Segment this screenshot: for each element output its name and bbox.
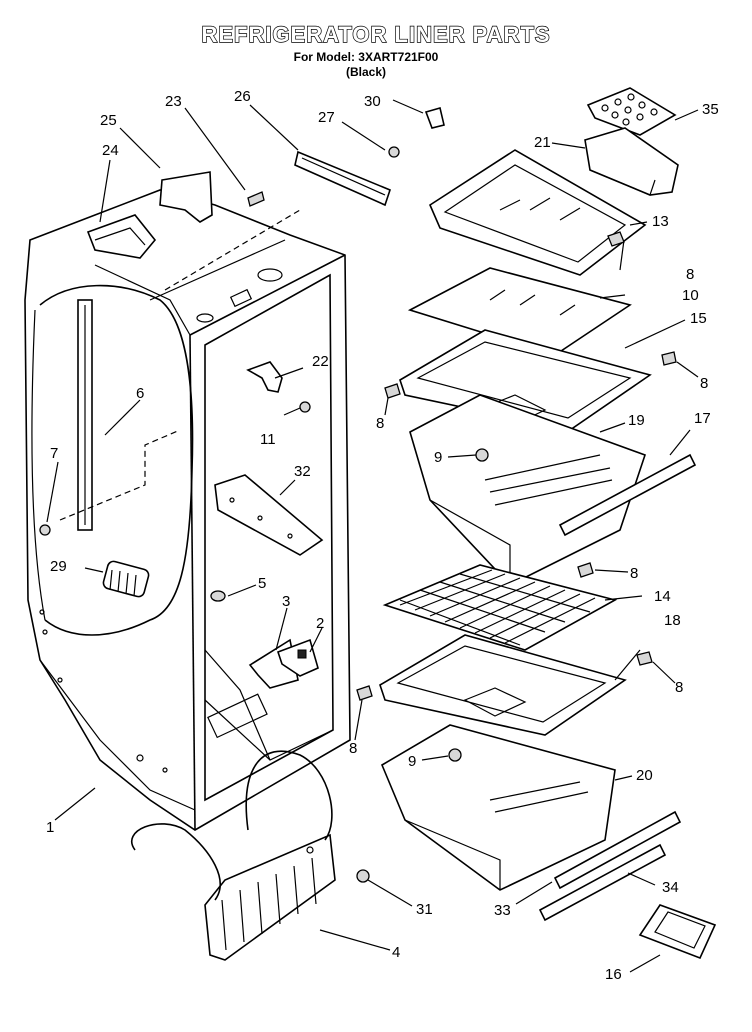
callout-13: 13 [652, 213, 669, 230]
part-31-screw [356, 869, 370, 883]
callout-23: 23 [165, 93, 182, 110]
callout-25: 25 [100, 112, 117, 129]
callout-22: 22 [312, 353, 329, 370]
part-35-egg-tray [586, 87, 677, 136]
callout-14: 14 [654, 588, 671, 605]
callout-11: 11 [260, 431, 276, 448]
part-34-rail [553, 810, 682, 890]
callout-10: 10 [682, 287, 699, 304]
callout-8c: 8 [376, 415, 384, 432]
part-27-screw [388, 146, 400, 158]
part-26-channel [294, 150, 391, 207]
part-7-screw [39, 524, 51, 536]
callout-24: 24 [102, 142, 119, 159]
leader-lines [46, 99, 699, 973]
callout-27: 27 [318, 109, 335, 126]
callout-34: 34 [662, 879, 679, 896]
part-13-shelf [428, 149, 647, 276]
part-30-clip [424, 107, 445, 129]
callout-33: 33 [494, 902, 511, 919]
callout-8a: 8 [686, 266, 694, 283]
callout-4: 4 [392, 944, 400, 961]
part-33-rail [538, 843, 667, 922]
part-32-shelf-bracket [214, 474, 324, 556]
callout-3: 3 [282, 593, 290, 610]
callout-35: 35 [702, 101, 719, 118]
part-21-bin [584, 127, 679, 196]
callout-5: 5 [258, 575, 266, 592]
part-24-control [86, 214, 157, 259]
callout-15: 15 [690, 310, 707, 327]
part-11-screw [299, 401, 311, 413]
liner-cabinet [24, 189, 351, 831]
callout-8e: 8 [675, 679, 683, 696]
callout-8f: 8 [349, 740, 357, 757]
callout-30: 30 [364, 93, 381, 110]
callout-labels: 1 2 3 4 5 6 7 8 8 8 8 8 8 9 9 10 11 13 1… [46, 88, 719, 983]
part-18-frame [379, 634, 627, 736]
part-5-nut [210, 590, 226, 602]
part-16-bracket [638, 904, 717, 960]
callout-20: 20 [636, 767, 653, 784]
callout-29: 29 [50, 558, 67, 575]
callout-32: 32 [294, 463, 311, 480]
callout-2: 2 [316, 615, 324, 632]
callout-6: 6 [136, 385, 144, 402]
page-title: REFRIGERATOR LINER PARTS [201, 21, 551, 47]
callout-26: 26 [234, 88, 251, 105]
color-line: (Black) [345, 65, 386, 79]
part-19-crisper [409, 394, 647, 586]
callout-1: 1 [46, 819, 54, 836]
callout-17: 17 [694, 410, 711, 427]
callout-21: 21 [534, 134, 551, 151]
part-25-bracket [159, 171, 213, 223]
callout-19: 19 [628, 412, 645, 429]
shelf-screws [356, 231, 677, 762]
model-line: For Model: 3XART721F00 [293, 50, 439, 64]
callout-16: 16 [605, 966, 622, 983]
part-22-clip [246, 361, 283, 393]
callout-9a: 9 [434, 449, 442, 466]
callout-31: 31 [416, 901, 433, 918]
callout-18: 18 [664, 612, 681, 629]
part-23-screw [247, 191, 265, 207]
callout-8d: 8 [630, 565, 638, 582]
part-4-drain-tray [131, 750, 336, 961]
part-20-crisper [380, 724, 616, 891]
callout-9b: 9 [408, 753, 416, 770]
part-29-grille [102, 560, 150, 598]
part-14-wire-shelf [382, 564, 618, 651]
callout-7: 7 [50, 445, 58, 462]
part-2-switch [276, 638, 319, 677]
callout-8b: 8 [700, 375, 708, 392]
part-17-rail [558, 453, 697, 537]
